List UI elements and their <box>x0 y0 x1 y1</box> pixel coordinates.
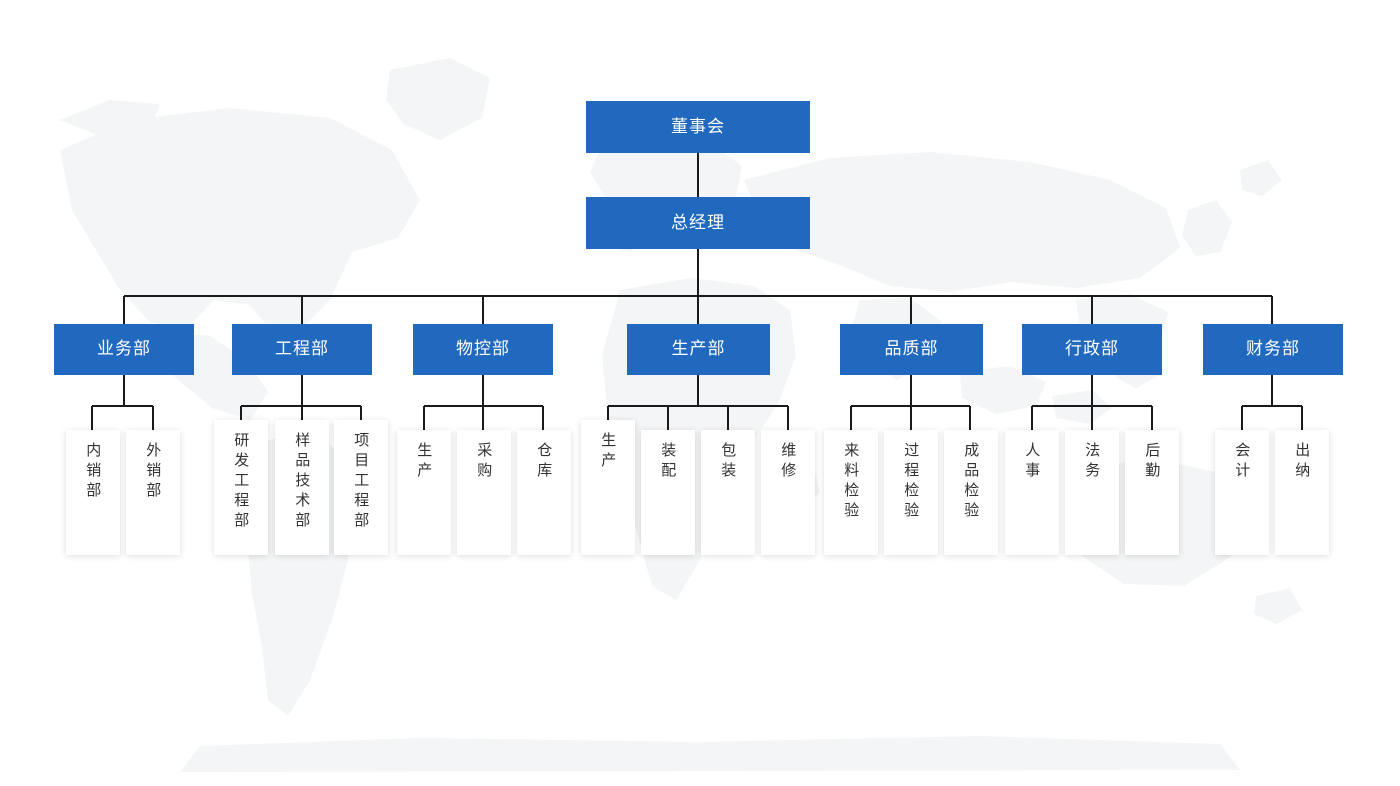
node-department-administration[interactable]: 行政部 <box>1022 324 1162 375</box>
node-department-production[interactable]: 生产部 <box>627 324 770 375</box>
node-team-warehouse-label: 仓库 <box>535 442 554 482</box>
node-department-administration-label: 行政部 <box>1065 339 1119 360</box>
node-team-sample-technology[interactable]: 样品技术部 <box>275 420 329 555</box>
node-team-legal-label: 法务 <box>1083 442 1102 482</box>
node-team-sample-technology-label: 样品技术部 <box>293 432 312 532</box>
node-team-final-inspection-label: 成品检验 <box>962 442 981 522</box>
node-team-sales-overseas-label: 外销部 <box>144 442 163 502</box>
node-team-sales-overseas[interactable]: 外销部 <box>126 430 180 555</box>
node-department-quality-label: 品质部 <box>884 339 939 360</box>
node-team-assembly-label: 装配 <box>659 442 678 482</box>
node-team-maintenance-label: 维修 <box>779 442 798 482</box>
node-team-rd-engineering[interactable]: 研发工程部 <box>214 420 268 555</box>
node-board-label: 董事会 <box>671 116 725 137</box>
node-team-rd-engineering-label: 研发工程部 <box>232 432 251 532</box>
node-department-engineering[interactable]: 工程部 <box>232 324 372 375</box>
node-team-sales-domestic[interactable]: 内销部 <box>66 430 120 555</box>
node-team-production-line-label: 生产 <box>599 432 618 472</box>
node-team-purchasing-label: 采购 <box>475 442 494 482</box>
node-team-final-inspection[interactable]: 成品检验 <box>944 430 998 555</box>
node-team-project-engineering-label: 项目工程部 <box>352 432 371 532</box>
node-team-logistics[interactable]: 后勤 <box>1125 430 1179 555</box>
node-department-finance-label: 财务部 <box>1246 339 1300 360</box>
node-department-finance[interactable]: 财务部 <box>1203 324 1343 375</box>
node-department-sales-label: 业务部 <box>97 339 151 360</box>
node-team-human-resources-label: 人事 <box>1023 442 1042 482</box>
node-team-assembly[interactable]: 装配 <box>641 430 695 555</box>
node-team-process-inspection[interactable]: 过程检验 <box>884 430 938 555</box>
node-department-quality[interactable]: 品质部 <box>840 324 983 375</box>
node-team-packaging[interactable]: 包装 <box>701 430 755 555</box>
node-team-warehouse[interactable]: 仓库 <box>517 430 571 555</box>
node-team-pmc-production[interactable]: 生产 <box>397 430 451 555</box>
node-team-packaging-label: 包装 <box>719 442 738 482</box>
node-team-pmc-production-label: 生产 <box>415 442 434 482</box>
node-team-logistics-label: 后勤 <box>1143 442 1162 482</box>
node-team-production-line[interactable]: 生产 <box>581 420 635 555</box>
node-team-process-inspection-label: 过程检验 <box>902 442 921 522</box>
node-general-manager[interactable]: 总经理 <box>586 197 810 249</box>
node-team-maintenance[interactable]: 维修 <box>761 430 815 555</box>
node-team-sales-domestic-label: 内销部 <box>84 442 103 502</box>
node-department-production-label: 生产部 <box>671 339 726 360</box>
node-department-sales[interactable]: 业务部 <box>54 324 194 375</box>
node-department-material-control-label: 物控部 <box>456 339 510 360</box>
node-board[interactable]: 董事会 <box>586 101 810 153</box>
node-team-cashier[interactable]: 出纳 <box>1275 430 1329 555</box>
node-team-accounting-label: 会计 <box>1233 442 1252 482</box>
node-general-manager-label: 总经理 <box>671 212 725 233</box>
node-team-accounting[interactable]: 会计 <box>1215 430 1269 555</box>
node-department-engineering-label: 工程部 <box>275 339 329 360</box>
node-team-cashier-label: 出纳 <box>1293 442 1312 482</box>
node-team-incoming-inspection[interactable]: 来料检验 <box>824 430 878 555</box>
node-team-incoming-inspection-label: 来料检验 <box>842 442 861 522</box>
node-team-legal[interactable]: 法务 <box>1065 430 1119 555</box>
node-team-project-engineering[interactable]: 项目工程部 <box>334 420 388 555</box>
node-department-material-control[interactable]: 物控部 <box>413 324 553 375</box>
node-team-human-resources[interactable]: 人事 <box>1005 430 1059 555</box>
node-team-purchasing[interactable]: 采购 <box>457 430 511 555</box>
